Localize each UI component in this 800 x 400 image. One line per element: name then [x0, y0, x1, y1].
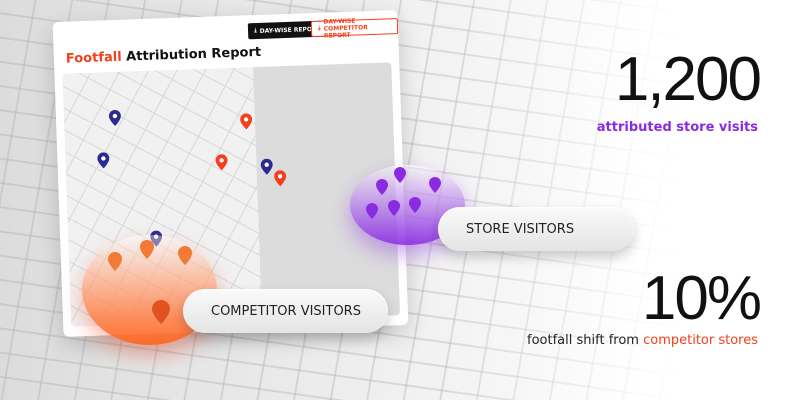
attributed-visits-label: attributed store visits: [596, 120, 758, 135]
footfall-shift-value: 10%: [641, 264, 762, 333]
store-pin-icon[interactable]: [260, 158, 274, 175]
competitor-pin-icon[interactable]: [240, 113, 253, 130]
download-icon: ⤓: [317, 24, 321, 32]
attributed-visits-value: 1,200: [614, 45, 762, 114]
day-wise-competitor-report-button[interactable]: ⤓DAY-WISE COMPETITOR REPORT: [310, 17, 399, 39]
competitor-pins-icon: [108, 240, 192, 324]
download-icon: ⤓: [253, 27, 257, 35]
competitor-visitors-pill: COMPETITOR VISITORS: [183, 289, 388, 333]
store-visitors-pill: STORE VISITORS: [438, 207, 634, 251]
store-pin-icon[interactable]: [97, 152, 110, 169]
store-pins-icon: [366, 167, 441, 219]
competitor-pin-icon[interactable]: [215, 154, 228, 171]
competitor-pin-icon[interactable]: [274, 170, 287, 187]
report-title: Footfall Attribution Report: [65, 44, 262, 67]
footfall-shift-label: footfall shift from competitor stores: [527, 333, 758, 348]
store-pin-icon[interactable]: [108, 110, 122, 126]
